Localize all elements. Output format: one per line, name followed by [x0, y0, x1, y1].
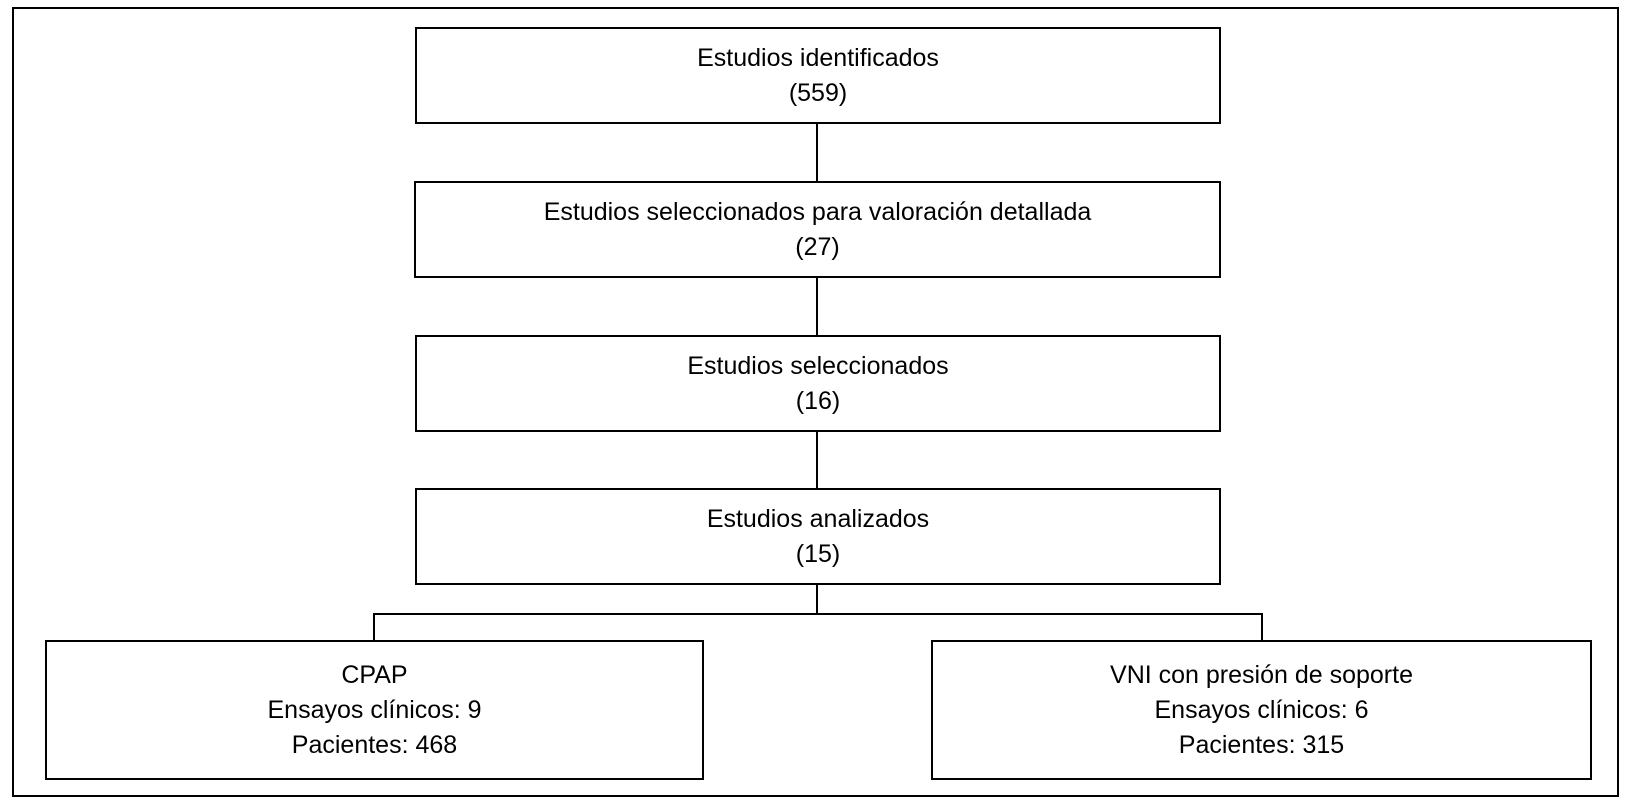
box-cpap: CPAP Ensayos clínicos: 9 Pacientes: 468: [45, 640, 704, 780]
diagram-frame: [12, 7, 1619, 797]
box-studies-screened: Estudios seleccionados para valoración d…: [414, 181, 1221, 278]
connector-branch-right: [1261, 613, 1263, 641]
box-studies-identified: Estudios identificados (559): [415, 27, 1221, 124]
connector-branch-left: [373, 613, 375, 641]
box-title: Estudios seleccionados para valoración d…: [543, 197, 1092, 226]
box-title: VNI con presión de soporte: [1110, 660, 1413, 689]
branch-horizontal-line: [373, 613, 1263, 615]
box-count: (15): [795, 539, 841, 568]
box-title: Estudios identificados: [697, 43, 939, 72]
box-studies-selected: Estudios seleccionados (16): [415, 335, 1221, 432]
box-trials: Ensayos clínicos: 6: [1154, 695, 1369, 724]
box-count: (16): [795, 386, 841, 415]
connector-4-branch: [816, 585, 818, 614]
connector-1-2: [816, 124, 818, 182]
connector-3-4: [816, 432, 818, 490]
connector-2-3: [816, 278, 818, 336]
box-count: (27): [795, 232, 840, 261]
box-nippv: VNI con presión de soporte Ensayos clíni…: [931, 640, 1592, 780]
box-title: CPAP: [341, 660, 408, 689]
box-title: Estudios seleccionados: [687, 351, 949, 380]
box-count: (559): [788, 78, 848, 107]
box-patients: Pacientes: 468: [291, 730, 458, 759]
box-trials: Ensayos clínicos: 9: [267, 695, 482, 724]
box-studies-analyzed: Estudios analizados (15): [415, 488, 1221, 585]
box-patients: Pacientes: 315: [1178, 730, 1345, 759]
box-title: Estudios analizados: [706, 504, 930, 533]
